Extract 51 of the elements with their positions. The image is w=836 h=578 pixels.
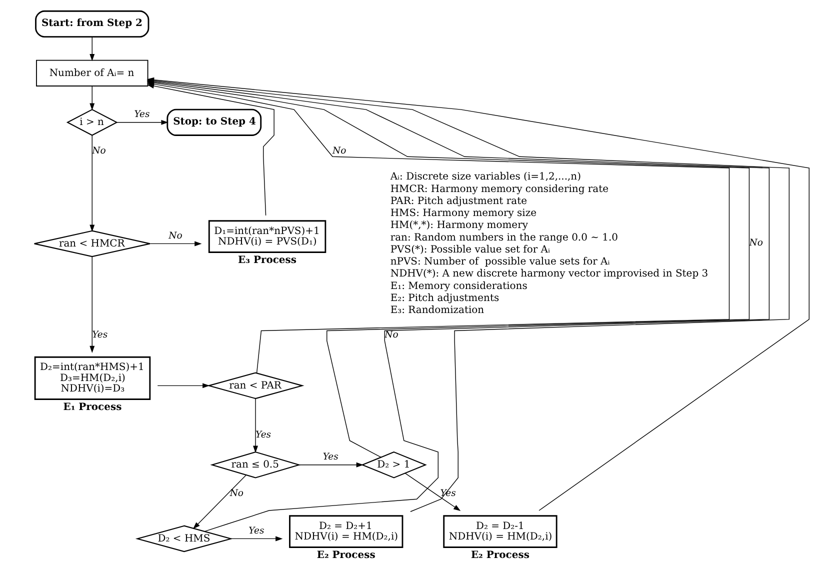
edge-label: Yes [134,108,150,120]
edge-label: No [749,237,763,248]
arrow [253,398,258,453]
label: HM(*,*): Harmony momery [390,220,528,232]
node-box: D₂ = D₂+1 NDHV(i) = HM(D₂,i) [289,515,404,548]
label: PVS(*): Possible value set for Aᵢ [390,244,550,256]
node-diamond: D₂ > 1 [360,451,427,478]
node-box: Start: from Step 2 [35,10,150,38]
arrow [90,134,95,232]
arrow [192,474,247,530]
arrow [230,536,283,542]
label: E₃: Randomization [390,305,484,316]
node-diamond: ran < HMCR [34,230,150,258]
node-label: E₁ Process [63,402,122,414]
edge-label: Yes [256,429,272,440]
label: nPVS: Number of possible value sets for Aᵢ [390,256,610,268]
arrow [116,120,168,125]
edge-label: Yes [322,451,338,462]
node-label: E₂ Process [316,550,376,562]
label: ran: Random numbers in the range 0.0 ~ 1.0 [390,232,618,244]
node-label: E₂ Process [470,550,530,562]
label: E₁: Memory considerations [390,280,528,292]
label: PAR: Pitch adjustment rate [390,196,527,207]
node-box: D₂=int(ran*HMS)+1 D₃=HM(D₂,i) NDHV(i)=D₃ [34,356,151,400]
label: HMS: Harmony memory size [390,208,537,220]
node-box: Number of Aᵢ= n [36,60,148,86]
node-diamond: ran < PAR [206,372,304,400]
edge-label: No [332,145,346,156]
arrow [90,256,95,353]
label: Aᵢ: Discrete size variables (i=1,2,...,n) [390,172,581,183]
node-diamond: i > n [66,108,118,136]
node-diamond: D₂ < HMS [135,525,233,552]
label: NDHV(*): A new discrete harmony vector improvised in Step 3 [390,268,708,280]
label: HMCR: Harmony memory considering rate [390,184,608,195]
node-diamond: ran ≤ 0.5 [210,451,301,478]
edge-label: Yes [92,329,108,340]
node-box: Stop: to Step 4 [166,108,262,136]
arrow [404,472,461,512]
node-box: D₂ = D₂-1 NDHV(i) = HM(D₂,i) [443,515,558,548]
arrow [157,383,210,388]
node-label: E₃ Process [238,255,297,266]
node-box: D₁=int(ran*nPVS)+1 NDHV(i) = PVS(D₁) [208,220,326,253]
arrow [90,86,95,110]
arrow [150,241,202,246]
edge-label: Yes [248,525,264,536]
edge-label: No [384,329,398,340]
arrow [298,462,364,468]
edge-label: No [168,230,182,242]
edge-label: No [230,488,244,499]
arrow [90,36,95,62]
label: E₂: Pitch adjustments [390,292,500,304]
